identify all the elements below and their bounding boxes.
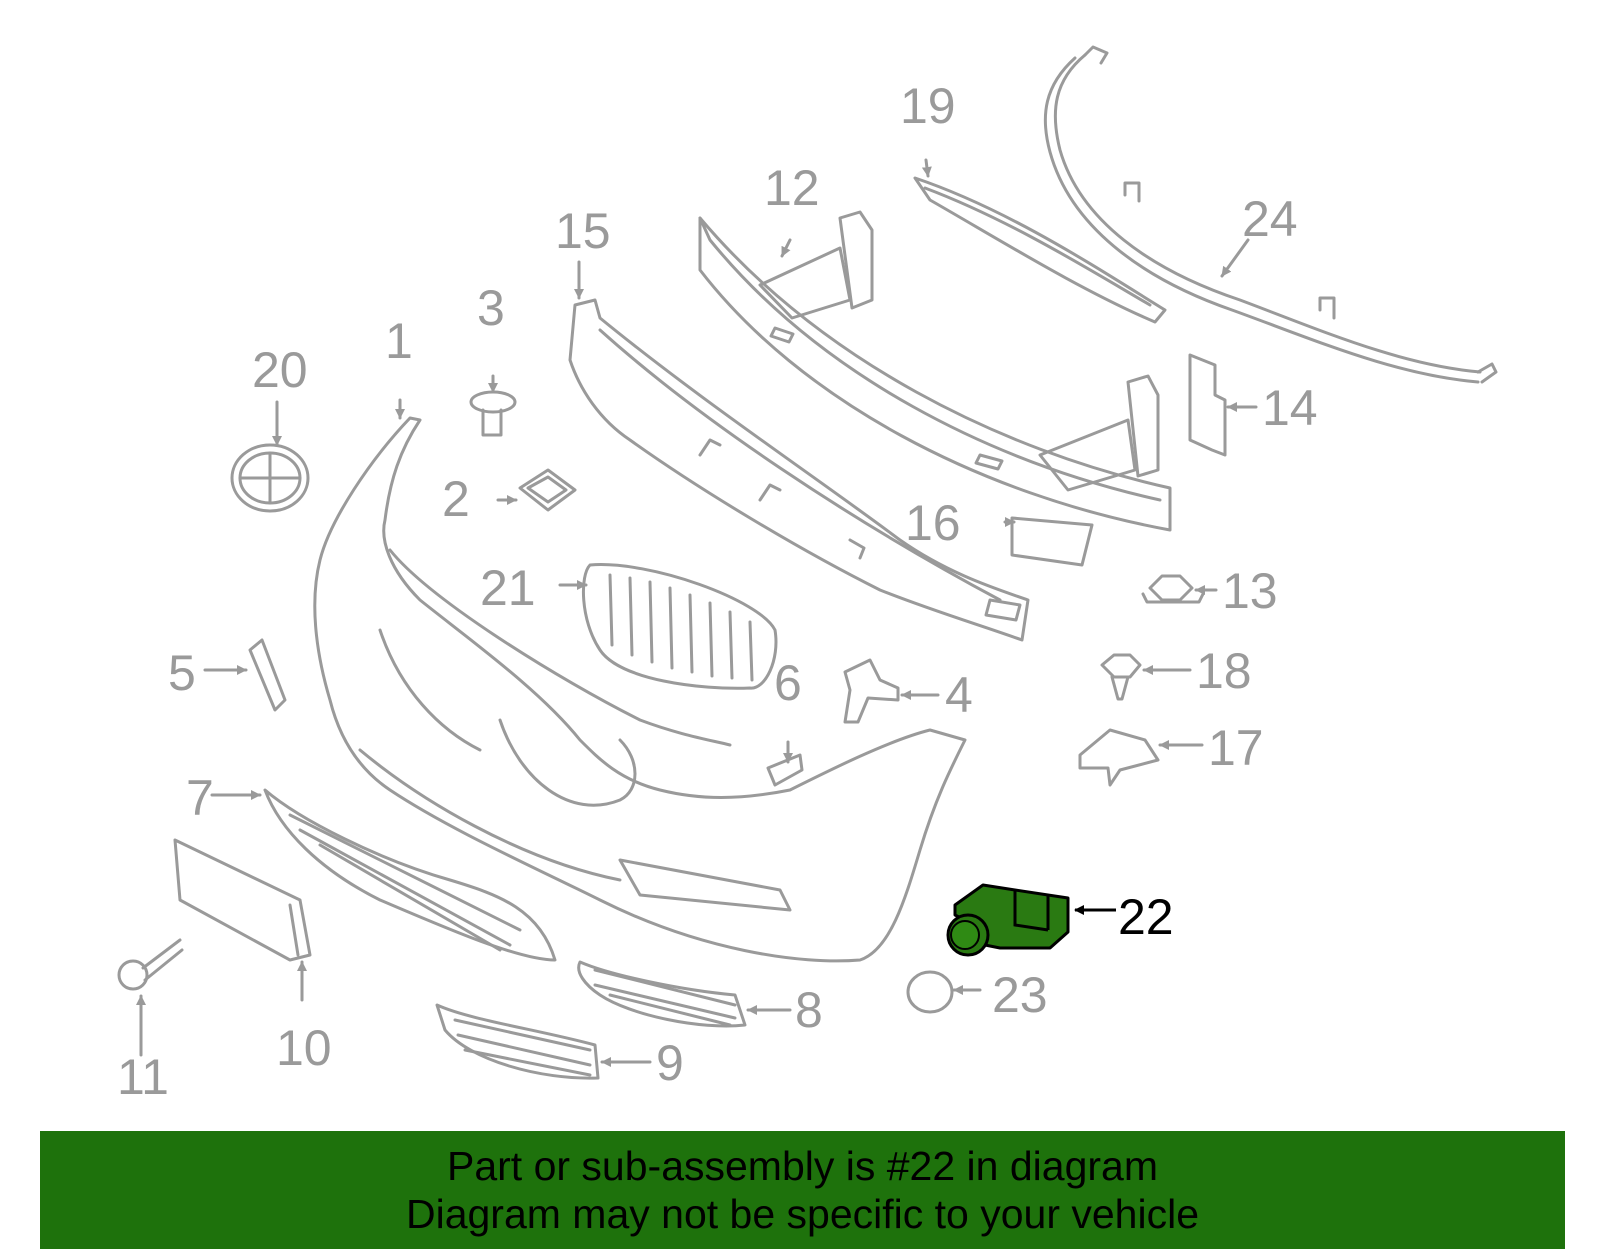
banner-line-2: Diagram may not be specific to your vehi… [405,1191,1199,1237]
callout-20: 20 [252,342,308,398]
part-7-lower-grille[interactable] [263,788,557,962]
callout-15: 15 [555,203,611,259]
part-4-bracket[interactable] [843,658,900,724]
callout-labels: 1 2 3 4 5 6 7 8 9 10 11 12 13 14 15 16 1… [117,78,1318,1105]
banner-line-1: Part or sub-assembly is #22 in diagram [447,1143,1158,1189]
info-banner: Part or sub-assembly is #22 in diagram D… [40,1131,1565,1249]
part-19-trim-strip[interactable] [913,176,1167,324]
part-wiring-harness[interactable] [1043,45,1498,384]
callout-2: 2 [442,471,470,527]
callout-3: 3 [477,280,505,336]
callout-4: 4 [945,667,973,723]
callout-9: 9 [656,1035,684,1091]
callout-24: 24 [1242,191,1298,247]
callout-7: 7 [186,770,214,826]
part-13-nut[interactable] [1141,574,1205,604]
leader-lines [136,158,1258,1067]
part-14-bracket[interactable] [1188,353,1227,457]
part-23-sensor-cap[interactable] [906,970,954,1014]
callout-8: 8 [795,982,823,1038]
part-11-screw[interactable] [117,938,184,991]
callout-23: 23 [992,967,1048,1023]
callout-11: 11 [117,1049,169,1105]
callout-14: 14 [1262,380,1318,436]
callout-18: 18 [1196,643,1252,699]
part-2-clip[interactable] [518,468,577,512]
part-1-bumper-cover[interactable] [313,416,967,963]
part-6-cap[interactable] [766,753,804,787]
callout-6: 6 [774,655,802,711]
callout-12: 12 [764,160,820,216]
callout-19: 19 [900,78,956,134]
part-5-bracket[interactable] [248,638,287,712]
callout-21: 21 [480,560,536,616]
callout-10: 10 [276,1020,332,1076]
part-8-side-grille[interactable] [577,960,747,1028]
part-18-bolt[interactable] [1100,653,1142,701]
callout-5: 5 [168,645,196,701]
callout-22: 22 [1118,889,1174,945]
part-21-kidney-grille[interactable] [581,563,778,690]
callout-1: 1 [385,313,413,369]
callout-13: 13 [1222,563,1278,619]
part-15-energy-absorber[interactable] [568,298,1030,642]
part-12-bumper-reinforcement[interactable] [698,210,1172,532]
part-22-parking-sensor[interactable] [946,883,1116,957]
part-17-clip[interactable] [1078,728,1160,787]
part-3-screw[interactable] [469,390,517,437]
part-16-cover[interactable] [1010,516,1094,567]
callout-16: 16 [905,495,961,551]
part-20-emblem[interactable] [230,443,310,513]
part-9-side-grille[interactable] [435,1003,600,1080]
part-10-plate-bracket[interactable] [173,838,312,962]
callout-17: 17 [1208,720,1264,776]
